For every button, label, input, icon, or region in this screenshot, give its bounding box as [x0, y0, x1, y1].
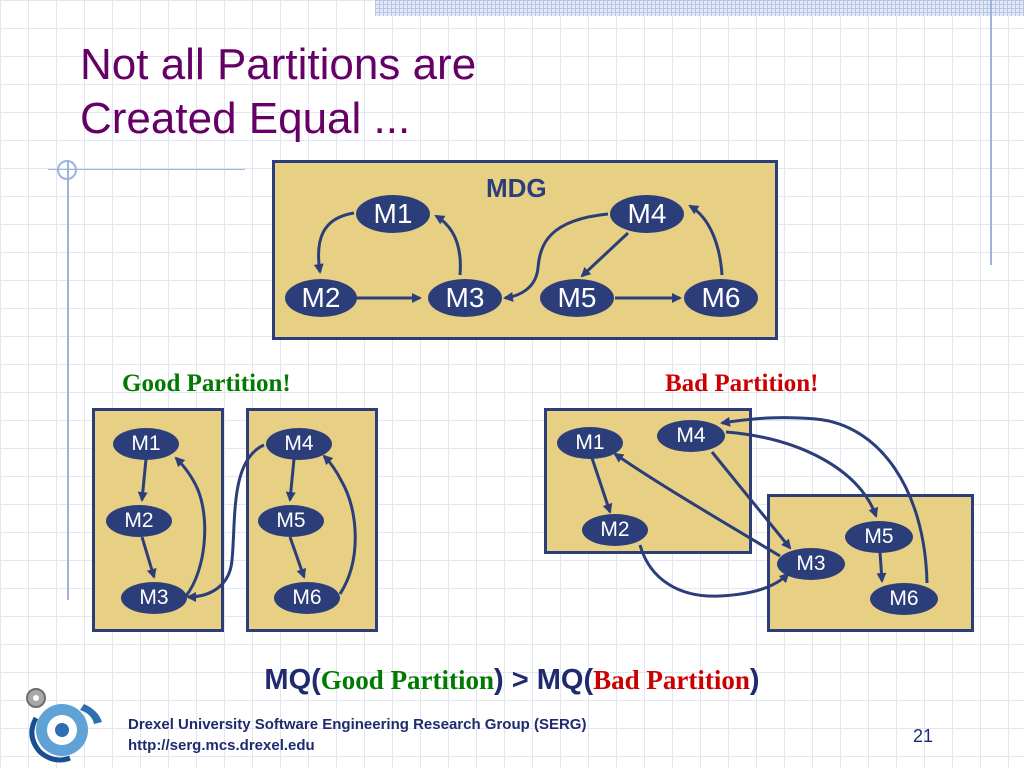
edge-good-m5-m6: [288, 536, 307, 579]
good-node-m4: M4: [266, 428, 332, 460]
mq-suffix: ): [749, 664, 760, 696]
good-node-m3: M3: [121, 582, 187, 614]
bad-node-m6: M6: [870, 583, 938, 615]
edge-good-m4-m3: [186, 443, 265, 602]
edge-bad-m6-m4: [720, 416, 929, 584]
title-line-1: Not all Partitions are: [80, 40, 477, 89]
mq-comparison: MQ(Good Partition) > MQ(Bad Partition): [0, 664, 1024, 697]
edge-bad-m4-m5: [725, 430, 879, 518]
decorative-horizontal-line: [48, 169, 245, 170]
mdg-node-m3: M3: [428, 279, 502, 317]
edge-mdg-m1-m2: [313, 211, 355, 274]
mdg-node-m6: M6: [684, 279, 758, 317]
edge-mdg-m4-m3: [503, 212, 609, 302]
mdg-node-m4: M4: [610, 195, 684, 233]
edge-good-m1-m2: [137, 458, 148, 502]
mdg-node-m1: M1: [356, 195, 430, 233]
edge-mdg-m4-m5: [580, 231, 630, 278]
good-node-m5: M5: [258, 505, 324, 537]
mq-prefix: MQ(: [264, 664, 321, 696]
bad-node-m1: M1: [557, 427, 623, 459]
edge-bad-m5-m6: [876, 551, 887, 583]
decorative-vertical-line: [990, 0, 992, 265]
footer: Drexel University Software Engineering R…: [128, 714, 586, 756]
good-node-m6: M6: [274, 582, 340, 614]
footer-url: http://serg.mcs.drexel.edu: [128, 737, 315, 754]
bad-node-m3: M3: [777, 548, 845, 580]
bad-node-m4: M4: [657, 420, 725, 452]
mq-bad-term: Bad Partition: [593, 665, 750, 695]
mdg-node-m2: M2: [285, 279, 357, 317]
bad-node-m2: M2: [582, 514, 648, 546]
edge-mdg-m6-m4: [688, 204, 724, 276]
good-node-m2: M2: [106, 505, 172, 537]
footer-line-1: Drexel University Software Engineering R…: [128, 716, 587, 733]
edge-bad-m1-m2: [590, 457, 613, 514]
mq-good-term: Good Partition: [320, 665, 495, 695]
edge-good-m3-m1: [174, 456, 207, 597]
mdg-node-m5: M5: [540, 279, 614, 317]
edge-mdg-m3-m1: [434, 214, 462, 276]
edge-bad-m3-m1: [613, 452, 781, 558]
decorative-vertical-line: [67, 160, 69, 600]
top-decorative-band: [375, 0, 1024, 16]
slide-title: Not all Partitions are Created Equal ...: [80, 38, 476, 146]
good-node-m1: M1: [113, 428, 179, 460]
edge-good-m6-m4: [322, 454, 357, 595]
good-partition-label: Good Partition!: [122, 370, 291, 397]
bad-partition-label: Bad Partition!: [665, 370, 819, 397]
edge-bad-m2-m3: [638, 544, 790, 598]
edge-bad-m4-m3: [710, 451, 792, 550]
mdg-label: MDG: [486, 173, 547, 203]
bad-node-m5: M5: [845, 521, 913, 553]
edge-good-m4-m5: [285, 458, 296, 502]
title-line-2: Created Equal ...: [80, 94, 411, 143]
mq-middle: ) > MQ(: [494, 664, 594, 696]
edge-good-m2-m3: [140, 536, 157, 579]
page-number: 21: [913, 726, 934, 746]
